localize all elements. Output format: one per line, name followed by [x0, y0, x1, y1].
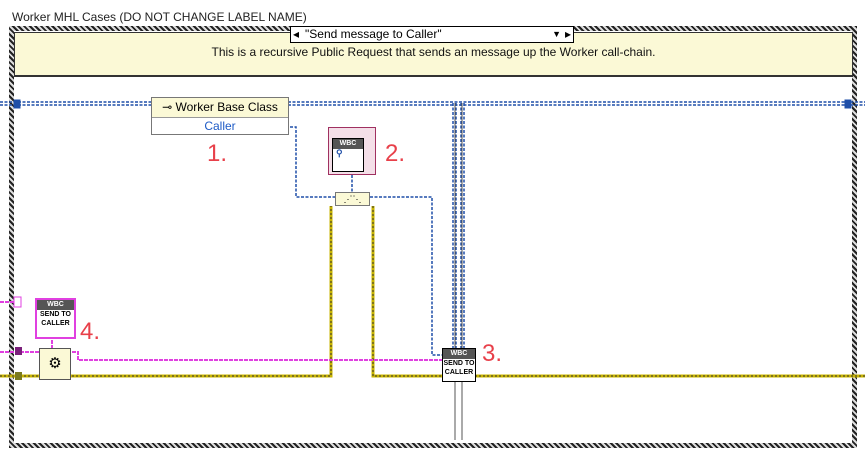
- send-to-caller-static-vi-ref[interactable]: WBC SEND TO CALLER: [35, 298, 76, 339]
- case-structure[interactable]: [9, 26, 857, 448]
- vi-text-2: CALLER: [444, 369, 474, 376]
- class-property-node[interactable]: ⊸ Worker Base Class Caller: [151, 97, 289, 135]
- case-selector[interactable]: ◂ "Send message to Caller" ▼ ▸: [290, 26, 574, 43]
- step-label-2: 2.: [385, 140, 406, 167]
- next-case-icon[interactable]: ▸: [564, 27, 571, 41]
- case-structure-label: Worker MHL Cases (DO NOT CHANGE LABEL NA…: [12, 10, 307, 24]
- call-by-reference-gear-icon[interactable]: ⚙: [39, 348, 71, 380]
- prev-case-icon[interactable]: ◂: [293, 27, 300, 41]
- dropdown-icon[interactable]: ▼: [552, 29, 561, 39]
- step-label-4: 4.: [80, 318, 101, 345]
- property-caller[interactable]: Caller: [204, 119, 236, 133]
- step-label-1: 1.: [207, 140, 228, 167]
- step-label-3: 3.: [482, 340, 503, 367]
- vi-text-1: SEND TO: [40, 311, 71, 318]
- vi-banner: WBC: [37, 300, 74, 310]
- vi-banner: WBC: [443, 349, 475, 359]
- comment-text: This is a recursive Public Request that …: [211, 45, 656, 59]
- class-constant-icon[interactable]: WBC⚲: [328, 127, 376, 175]
- class-name: Worker Base Class: [175, 100, 278, 114]
- to-more-specific-class-node[interactable]: ⋰⋱: [335, 192, 370, 206]
- vi-banner: WBC: [333, 139, 363, 149]
- property-node-class: ⊸ Worker Base Class: [152, 98, 288, 118]
- vi-text-2: CALLER: [41, 320, 70, 327]
- vi-text-1: SEND TO: [443, 360, 475, 367]
- case-selector-value: "Send message to Caller": [305, 27, 442, 41]
- send-to-caller-vi[interactable]: WBC SEND TO CALLER: [442, 348, 476, 382]
